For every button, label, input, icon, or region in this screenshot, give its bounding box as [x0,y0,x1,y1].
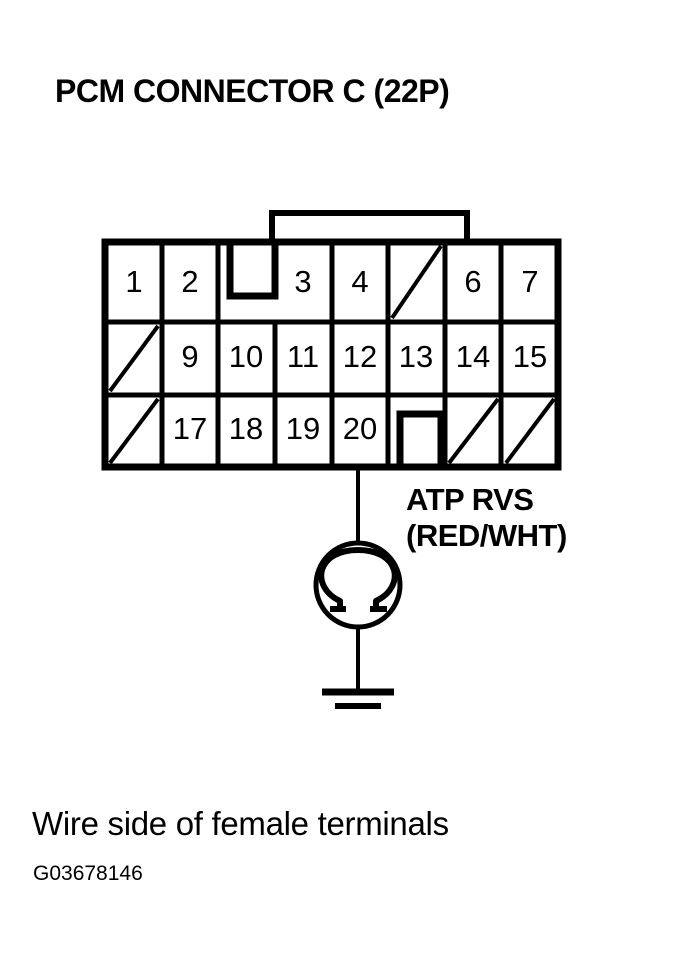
page-title: PCM CONNECTOR C (22P) [55,73,450,109]
pin-label-20: 20 [343,411,377,446]
blank-slash-r2c1 [108,324,160,393]
pin-label-10: 10 [229,339,263,374]
pin-label-2: 2 [181,264,198,299]
pin-label-3: 3 [294,264,311,299]
pin-label-15: 15 [513,339,547,374]
pin-label-9: 9 [181,339,198,374]
blank-slash-r3c1 [108,397,160,465]
pin-label-18: 18 [229,411,263,446]
figure-caption: Wire side of female terminals [32,805,449,842]
figure-id: G03678146 [33,862,143,885]
blank-slash-r3c8 [504,397,556,465]
pin-label-19: 19 [286,411,320,446]
blank-slash-r3c7 [447,397,500,465]
ohm-symbol-arc [318,547,398,609]
pin-label-14: 14 [456,339,490,374]
wire-color-code: (RED/WHT) [406,518,567,553]
connector-outer-body [101,238,562,471]
wire-signal-label: ATP RVS (RED/WHT) [406,482,567,554]
pin-label-13: 13 [399,339,433,374]
pin-label-6: 6 [464,264,481,299]
wire-signal-name: ATP RVS [406,482,534,517]
pin-label-17: 17 [173,411,207,446]
pin-label-1: 1 [125,264,142,299]
connector-notch-bottom [396,410,445,467]
blank-slash-r1c6 [390,244,443,320]
pin-label-4: 4 [351,264,368,299]
connector-top-tab [269,210,470,244]
pin-label-7: 7 [521,264,538,299]
connector-notch-top [226,242,279,300]
pin-label-11: 11 [287,339,319,374]
pin-label-12: 12 [343,339,377,374]
